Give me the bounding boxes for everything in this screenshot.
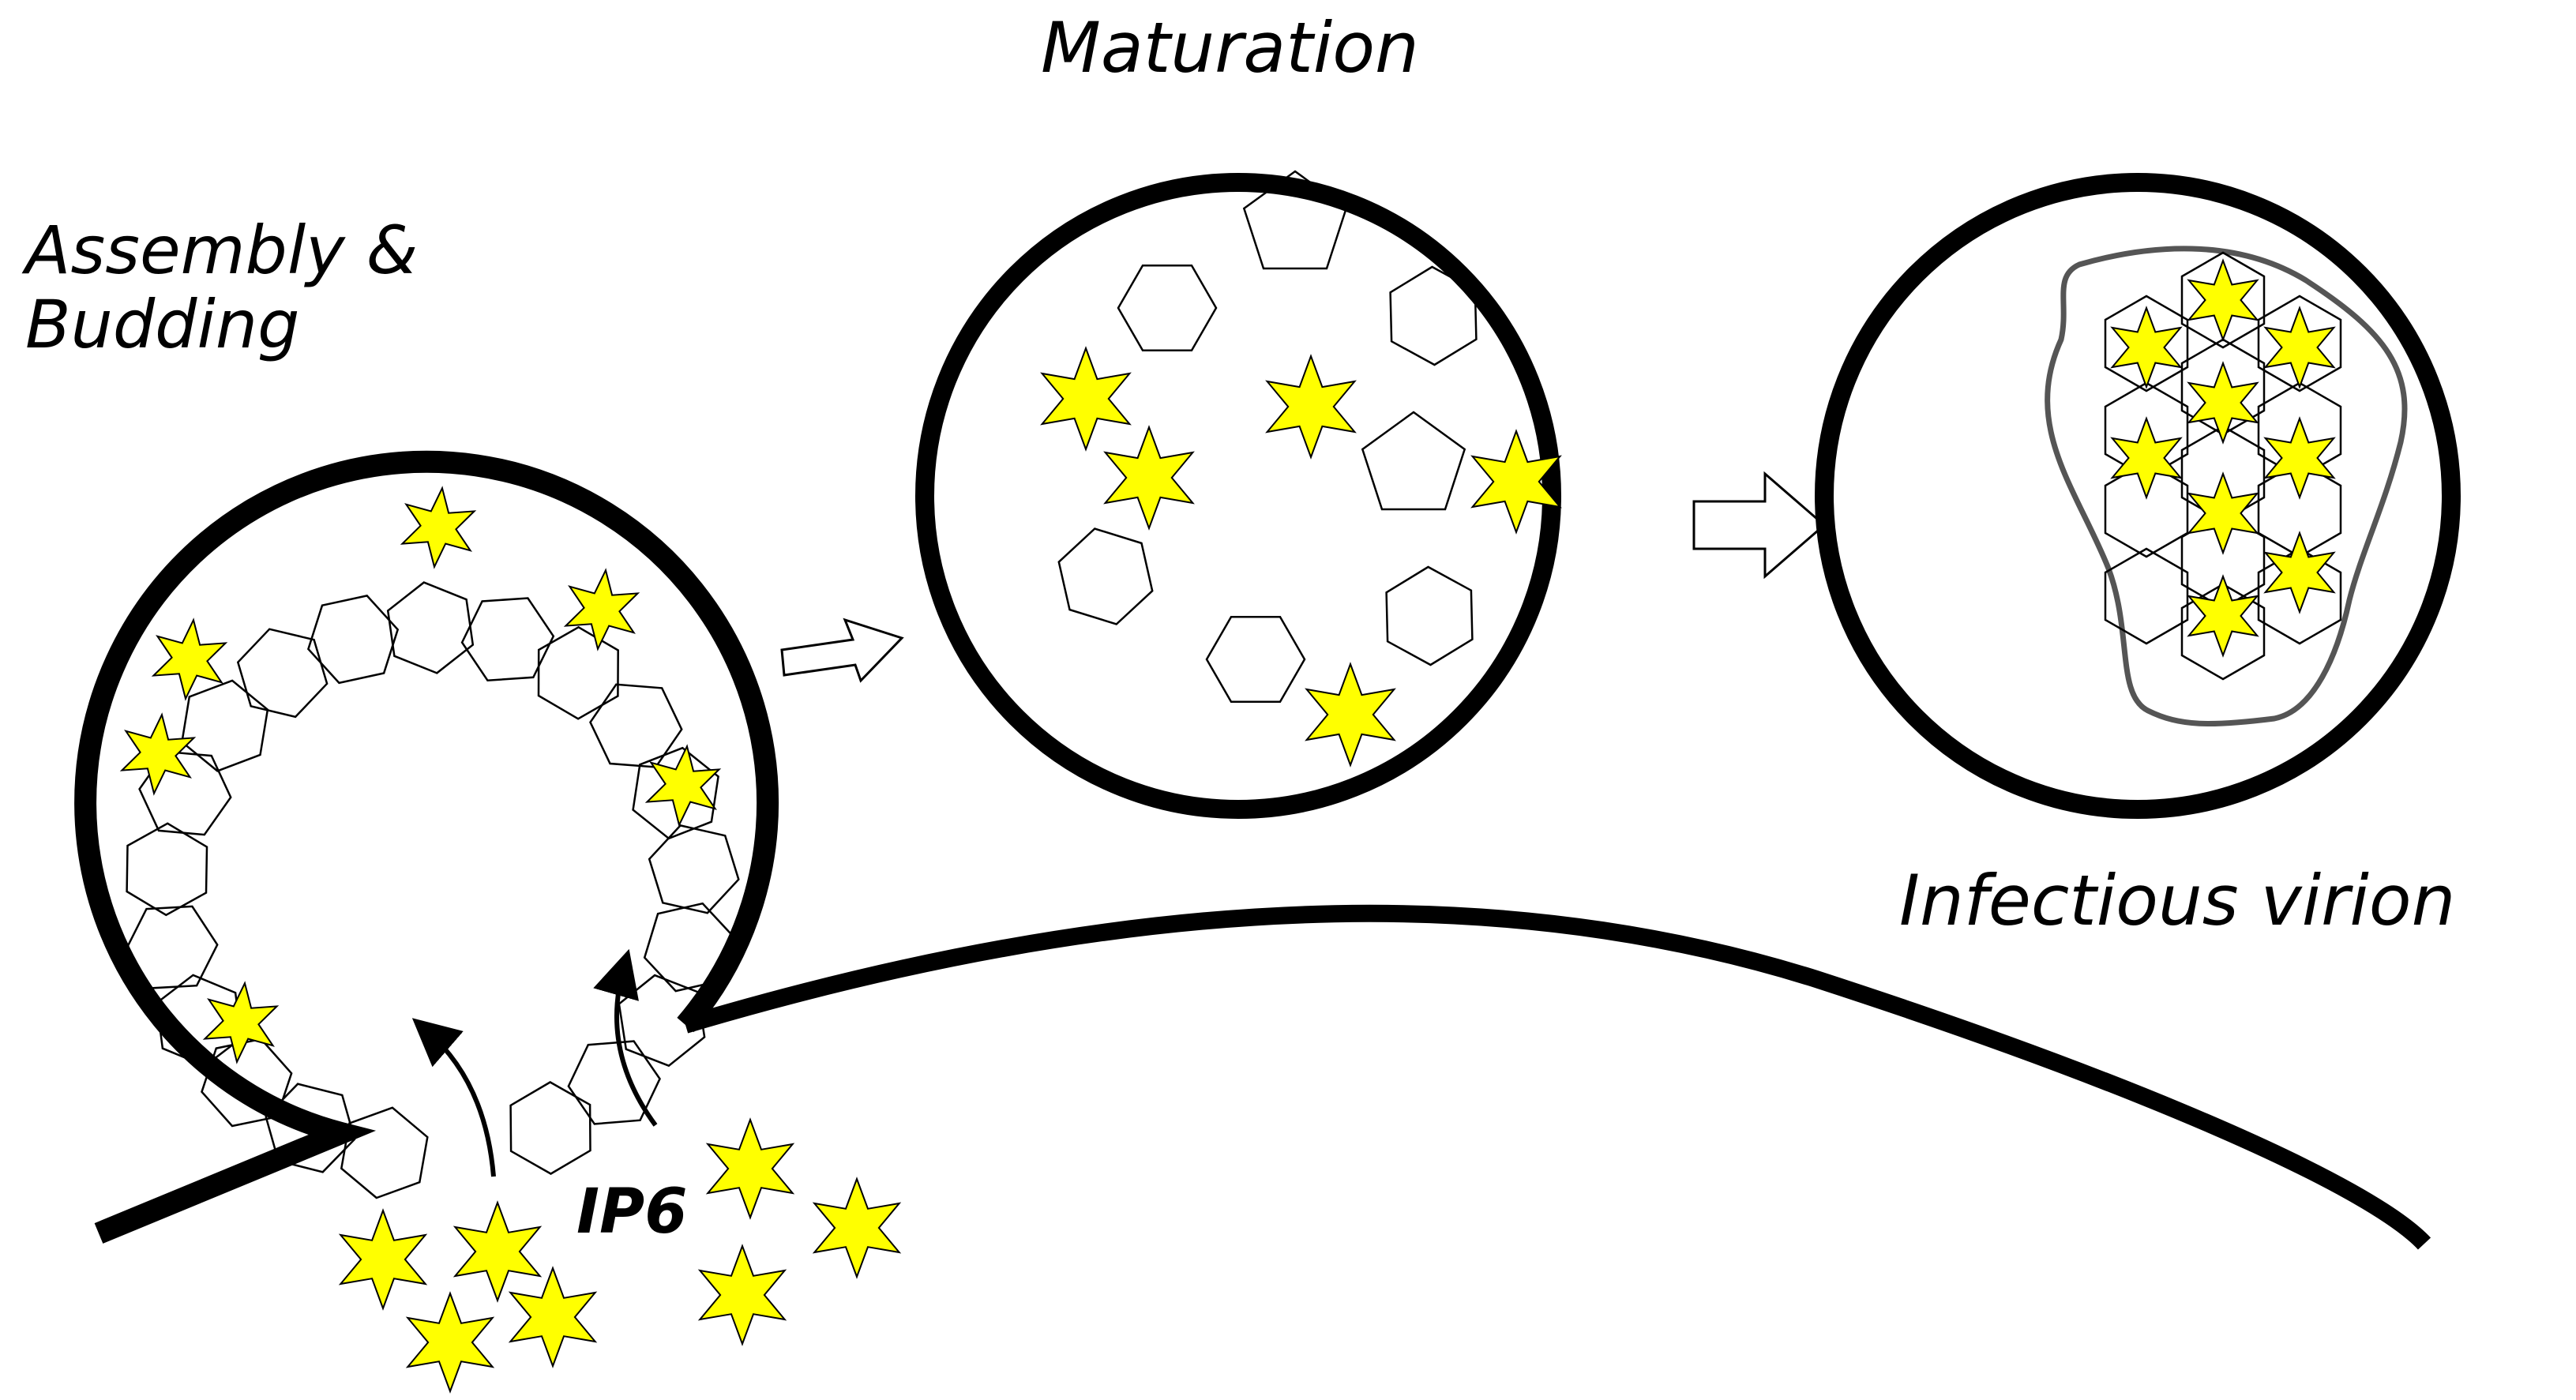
plasma-membrane — [74, 450, 2431, 1250]
hexagon-icon — [589, 683, 683, 768]
hexagon-icon — [460, 597, 555, 681]
hexagon-icon — [340, 1106, 429, 1199]
maturing-virion-contents — [1040, 170, 1562, 768]
maturing-virion-membrane — [915, 173, 1561, 819]
six-point-star-icon — [2187, 361, 2259, 445]
six-point-star-icon — [151, 617, 228, 701]
hexagon-icon — [632, 746, 719, 840]
ip6-uptake-arrow-left — [411, 1018, 496, 1177]
block-arrow-icon — [1692, 471, 1827, 580]
six-point-star-icon — [2263, 531, 2336, 614]
six-point-star-icon — [2110, 306, 2183, 389]
hexagon-icon — [181, 679, 269, 772]
hexagon-icon — [2257, 547, 2342, 645]
six-point-star-icon — [2263, 306, 2336, 389]
ip6-uptake-arrow-right — [593, 948, 658, 1127]
hexagon-icon — [124, 905, 219, 989]
maturation-label: Maturation — [1041, 7, 1419, 88]
ip6-label: IP6 — [576, 1177, 688, 1248]
six-point-star-icon — [452, 1200, 543, 1303]
pentagon-icon — [1361, 411, 1466, 511]
six-point-star-icon — [705, 1117, 795, 1220]
six-point-star-icon — [1305, 662, 1396, 768]
step-arrow-1 — [780, 617, 904, 683]
step-arrow-2 — [1692, 471, 1827, 580]
six-point-star-icon — [405, 1291, 495, 1394]
hexagon-icon — [2104, 295, 2189, 392]
hexagon-icon — [1117, 265, 1218, 351]
hexagon-icon — [2180, 251, 2266, 349]
hexagon-icon — [126, 822, 208, 917]
hexagon-icon — [2257, 295, 2342, 392]
six-point-star-icon — [1103, 425, 1195, 531]
hexagon-icon — [1389, 265, 1478, 366]
immature-gag-lattice — [119, 486, 740, 1199]
six-point-star-icon — [119, 712, 197, 796]
six-point-star-icon — [812, 1177, 902, 1279]
hexagon-icon — [648, 824, 740, 914]
mature-capsid-lattice — [2104, 251, 2342, 681]
infectious-virion-label: Infectious virion — [1899, 860, 2456, 941]
hexagon-icon — [265, 1083, 356, 1173]
six-point-star-icon — [644, 744, 722, 828]
hexagon-icon — [618, 974, 706, 1068]
six-point-star-icon — [400, 486, 477, 569]
six-point-star-icon — [1265, 354, 1357, 460]
hexagon-icon — [537, 625, 619, 720]
six-point-star-icon — [2187, 471, 2259, 555]
hexagon-icon — [2180, 583, 2266, 681]
hexagon-icon — [2104, 460, 2189, 558]
six-point-star-icon — [1040, 346, 1132, 452]
hexagon-icon — [1205, 616, 1306, 703]
six-point-star-icon — [563, 568, 640, 651]
six-point-star-icon — [2187, 258, 2259, 342]
hexagon-icon — [643, 902, 735, 993]
capsid-core-outline — [2045, 246, 2408, 727]
six-point-star-icon — [1470, 429, 1562, 535]
hexagon-icon — [306, 595, 400, 685]
six-point-star-icon — [202, 981, 280, 1064]
six-point-star-icon — [697, 1244, 787, 1346]
free-ip6-molecules — [338, 1117, 902, 1394]
six-point-star-icon — [2110, 416, 2183, 500]
six-point-star-icon — [338, 1208, 428, 1311]
hexagon-icon — [509, 1081, 591, 1175]
assembly-budding-label: Assembly & Budding — [25, 212, 419, 364]
six-point-star-icon — [2263, 416, 2336, 500]
hexagon-icon — [2104, 547, 2189, 645]
infectious-virion-membrane — [1815, 173, 2461, 819]
hexagon-icon — [1385, 565, 1474, 666]
hexagon-icon — [567, 1040, 661, 1125]
block-arrow-icon — [780, 617, 904, 683]
hexagon-icon — [1057, 527, 1154, 625]
six-point-star-icon — [508, 1266, 598, 1368]
hexagon-icon — [386, 581, 475, 674]
ip6-uptake-arrows — [411, 948, 658, 1177]
hexagon-icon — [236, 628, 329, 719]
pentagon-icon — [1242, 170, 1348, 270]
hexagon-icon — [201, 1038, 293, 1128]
six-point-star-icon — [2187, 574, 2259, 658]
